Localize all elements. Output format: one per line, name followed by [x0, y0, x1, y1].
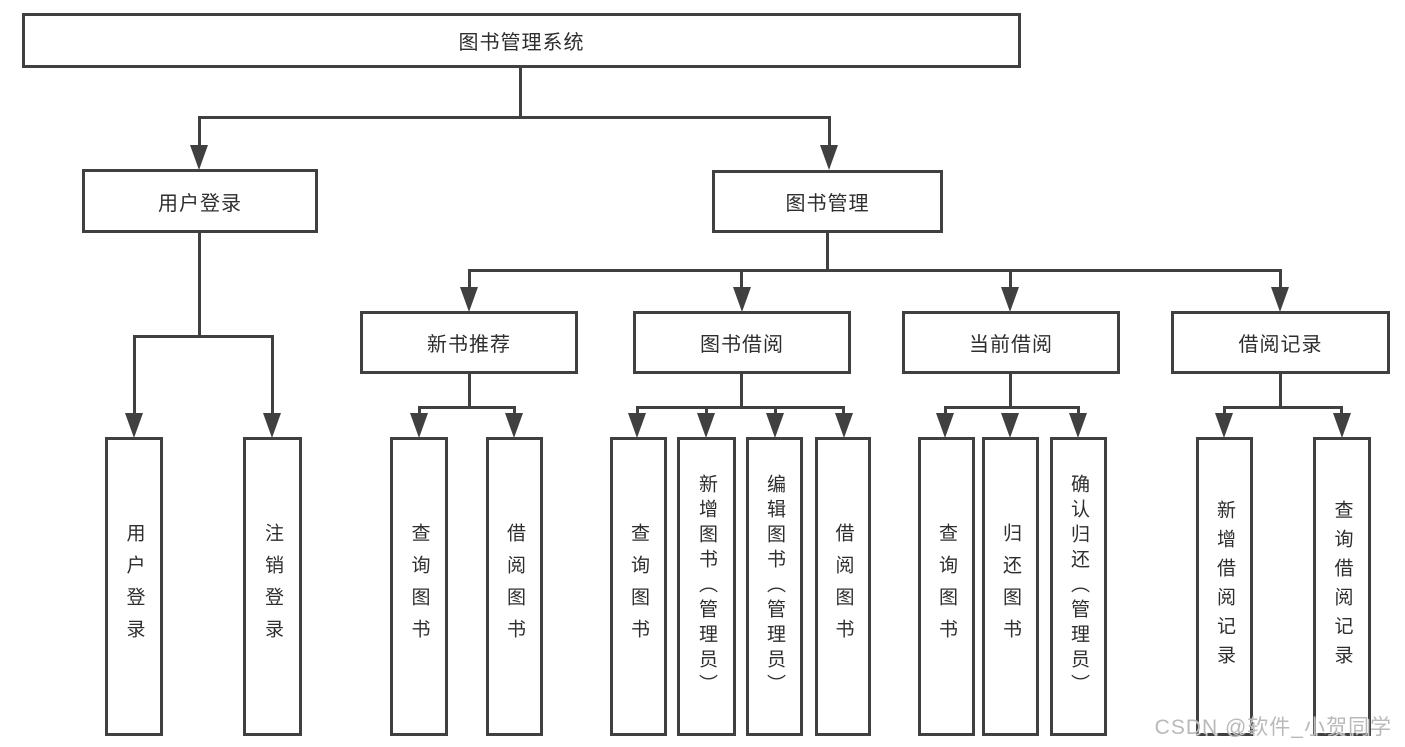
leaf-label: 归还图书	[1000, 522, 1021, 651]
node-label: 借阅记录	[1238, 334, 1323, 356]
arrow-down-icon	[1215, 413, 1233, 438]
connector-line	[1223, 406, 1343, 409]
connector-line	[944, 406, 947, 415]
arrow-down-icon	[263, 413, 281, 438]
leaf-add-book-admin: 新增图书（管理员）	[677, 437, 736, 736]
node-current-borrow: 当前借阅	[902, 311, 1120, 374]
connector-line	[1340, 406, 1343, 415]
node-label: 图书管理	[785, 193, 870, 215]
node-borrow-records: 借阅记录	[1171, 311, 1390, 374]
leaf-label: 借阅图书	[832, 522, 854, 651]
connector-line	[828, 116, 831, 147]
leaf-borrow-books: 借阅图书	[815, 437, 871, 736]
connector-line	[1279, 269, 1282, 289]
leaf-label: 查询图书	[628, 522, 649, 651]
arrow-down-icon	[1333, 413, 1351, 438]
connector-line	[1009, 374, 1012, 409]
connector-line	[418, 406, 421, 415]
arrow-down-icon	[410, 413, 428, 438]
connector-line	[133, 335, 274, 338]
arrow-down-icon	[460, 287, 478, 312]
leaf-label: 注销登录	[262, 522, 283, 651]
leaf-confirm-return-admin: 确认归还（管理员）	[1050, 437, 1107, 736]
node-label: 用户登录	[158, 192, 242, 215]
connector-line	[1223, 406, 1226, 415]
node-book-management: 图书管理	[712, 170, 943, 233]
leaf-query-books-borrow: 查询图书	[610, 437, 667, 736]
node-label: 图书管理系统	[458, 32, 585, 54]
node-label: 当前借阅	[969, 334, 1053, 356]
arrow-down-icon	[766, 413, 784, 438]
leaf-query-borrow-record: 查询借阅记录	[1313, 437, 1371, 736]
connector-line	[198, 116, 201, 147]
node-label: 图书借阅	[700, 334, 784, 356]
connector-line	[468, 269, 1282, 272]
connector-line	[740, 374, 743, 409]
connector-line	[636, 406, 639, 415]
arrow-down-icon	[1001, 287, 1019, 312]
arrow-down-icon	[190, 145, 208, 170]
connector-line	[198, 232, 201, 337]
leaf-query-books-recommend: 查询图书	[390, 437, 448, 736]
leaf-logout: 注销登录	[243, 437, 302, 736]
leaf-return-book: 归还图书	[982, 437, 1039, 736]
connector-line	[842, 406, 845, 415]
connector-line	[418, 406, 516, 409]
leaf-label: 借阅图书	[504, 522, 525, 651]
connector-line	[468, 269, 471, 289]
leaf-query-books-current: 查询图书	[918, 437, 975, 736]
node-new-book-recommend: 新书推荐	[360, 311, 578, 374]
arrow-down-icon	[505, 413, 523, 438]
arrow-down-icon	[1069, 413, 1087, 438]
leaf-label: 新增图书（管理员）	[696, 474, 717, 699]
leaf-borrow-books-recommend: 借阅图书	[486, 437, 543, 736]
arrow-down-icon	[628, 413, 646, 438]
leaf-user-login: 用户登录	[105, 437, 163, 736]
connector-line	[740, 269, 743, 289]
connector-line	[1009, 269, 1012, 289]
leaf-label: 查询图书	[936, 522, 957, 651]
leaf-label: 用户登录	[123, 522, 145, 651]
arrow-down-icon	[125, 413, 143, 438]
connector-line	[271, 335, 274, 415]
arrow-down-icon	[1271, 287, 1289, 312]
leaf-label: 新增借阅记录	[1214, 499, 1235, 674]
leaf-add-borrow-record: 新增借阅记录	[1196, 437, 1253, 736]
connector-line	[198, 116, 831, 119]
connector-line	[133, 335, 136, 415]
arrow-down-icon	[697, 413, 715, 438]
csdn-watermark: CSDN @软件_小贺同学	[1154, 716, 1392, 739]
leaf-label: 编辑图书（管理员）	[764, 474, 785, 699]
connector-line	[519, 68, 522, 118]
connector-line	[774, 406, 777, 415]
connector-line	[826, 233, 829, 272]
leaf-label: 查询借阅记录	[1331, 499, 1353, 674]
connector-line	[944, 406, 1080, 409]
arrow-down-icon	[820, 145, 838, 170]
connector-line	[636, 406, 845, 409]
node-book-borrow: 图书借阅	[633, 311, 851, 374]
node-library-system: 图书管理系统	[22, 13, 1021, 68]
arrow-down-icon	[1001, 413, 1019, 438]
node-label: 新书推荐	[427, 334, 511, 356]
leaf-label: 确认归还（管理员）	[1068, 474, 1089, 699]
node-user-login: 用户登录	[82, 169, 318, 233]
arrow-down-icon	[733, 287, 751, 312]
connector-line	[513, 406, 516, 415]
connector-line	[1279, 374, 1282, 409]
arrow-down-icon	[835, 413, 853, 438]
connector-line	[705, 406, 708, 415]
arrow-down-icon	[936, 413, 954, 438]
connector-line	[1077, 406, 1080, 415]
connector-line	[468, 374, 471, 409]
leaf-edit-book-admin: 编辑图书（管理员）	[746, 437, 803, 736]
leaf-label: 查询图书	[408, 522, 430, 651]
